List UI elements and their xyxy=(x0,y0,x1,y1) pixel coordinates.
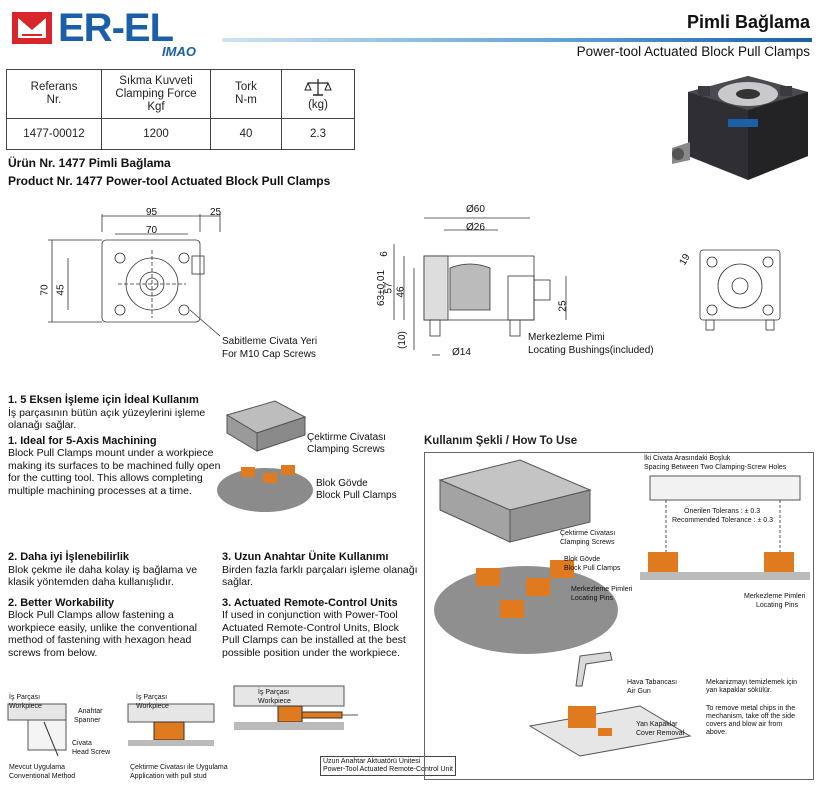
howto-spacing-figure xyxy=(640,475,810,580)
dim-46: 46 xyxy=(395,286,407,298)
dim-d60: Ø60 xyxy=(466,204,485,215)
howto-airgun-en: Air Gun xyxy=(627,688,651,695)
b1-caption-tr: Mevcut Uygulama xyxy=(9,764,66,771)
fig1-label-screws-en: Clamping Screws xyxy=(307,444,385,455)
dim-25: 25 xyxy=(210,207,222,218)
howto-screws-tr: Çektirme Civatası xyxy=(560,530,616,537)
screw-label-tr: Sabitleme Civata Yeri xyxy=(222,336,318,347)
howto-tol-tr: Önerilen Tolerans : ± 0.3 xyxy=(684,508,761,515)
b3-workpiece-tr: İş Parçası xyxy=(258,689,290,696)
dim-d26: Ø26 xyxy=(466,222,485,233)
dim-6: 6 xyxy=(378,251,390,257)
dim-45-v: 45 xyxy=(55,284,67,296)
howto-chips-en: To remove metal chips in the mechanism, … xyxy=(706,705,796,736)
b1-spanner-tr: Anahtar xyxy=(78,708,103,715)
diagram-conventional xyxy=(7,703,67,757)
howto-tol-en: Recommended Tolerance : ± 0.3 xyxy=(672,517,773,524)
b2-caption-en: Application with pull stud xyxy=(130,773,207,780)
logo-mark-icon xyxy=(12,12,52,44)
b2-workpiece-tr: İş Parçası xyxy=(136,694,168,701)
front-view-drawing xyxy=(48,214,221,323)
howto-pins-en: Locating Pins xyxy=(571,595,614,602)
title-divider xyxy=(222,38,812,42)
b1-spanner-en: Spanner xyxy=(74,717,101,724)
howto-pins-tr: Merkezleme Pimleri xyxy=(571,586,633,593)
howto-spacing-tr: İki Civata Arasındaki Boşluk xyxy=(644,455,731,462)
dim-10: (10) xyxy=(396,331,408,349)
b2-caption-tr: Çektirme Civatası ile Uygulama xyxy=(130,764,228,771)
b3-workpiece-en: Workpiece xyxy=(258,698,291,705)
howto-block-tr: Blok Gövde xyxy=(564,556,601,563)
diagram-pull-stud xyxy=(127,703,215,746)
howto-block-en: Block Pull Clamps xyxy=(564,565,621,572)
howto-airgun-tr: Hava Tabancası xyxy=(627,679,678,686)
howto-cover-en: Cover Removal xyxy=(636,730,685,737)
product-title-tr: Ürün Nr. 1477 Pimli Bağlama xyxy=(8,156,171,170)
b1-workpiece-tr: İş Parçası xyxy=(9,694,41,701)
brand-sub: IMAO xyxy=(162,44,196,59)
howto-screws-en: Clamping Screws xyxy=(560,539,615,546)
howto-cover-tr: Yan Kapaklar xyxy=(636,721,678,728)
howto-chips-tr: Mekanizmayı temizlemek için yan kapaklar… xyxy=(706,679,798,694)
pin-label-en: Locating Bushings(included) xyxy=(528,345,654,356)
fig1-label-block-tr: Blok Gövde xyxy=(316,478,368,489)
howto-pins2-en: Locating Pins xyxy=(756,602,799,609)
product-photo xyxy=(672,76,808,180)
fig1-label-block-en: Block Pull Clamps xyxy=(316,490,397,501)
b1-workpiece-en: Workpiece xyxy=(9,703,42,710)
section-1: 1. 5 Eksen İşleme için İdeal Kullanım İş… xyxy=(8,394,221,497)
howto-title: Kullanım Şekli / How To Use xyxy=(424,435,578,447)
header-weight: (kg) xyxy=(281,69,355,119)
top-view-drawing xyxy=(699,249,781,331)
b1-bolt-en: Head Screw xyxy=(72,749,111,756)
screw-label-en: For M10 Cap Screws xyxy=(222,349,316,360)
screw-leader xyxy=(189,309,221,337)
figure-5-axis xyxy=(217,400,313,512)
fig1-label-screws-tr: Çektirme Civatası xyxy=(307,432,386,443)
dim-57: 57 xyxy=(383,282,395,294)
dim-70: 70 xyxy=(146,225,158,236)
product-title-en: Product Nr. 1477 Power-tool Actuated Blo… xyxy=(8,174,331,188)
dim-95: 95 xyxy=(146,207,158,218)
howto-airgun-figure xyxy=(528,651,692,757)
b2-workpiece-en: Workpiece xyxy=(136,703,169,710)
section-3: 3. Uzun Anahtar Ünite Kullanımı Birden f… xyxy=(222,551,418,659)
dim-d14: Ø14 xyxy=(452,347,471,358)
b1-caption-en: Conventional Method xyxy=(9,773,76,780)
howto-main-figure xyxy=(434,459,618,654)
side-section-drawing xyxy=(393,217,567,356)
howto-box xyxy=(424,452,814,780)
page-title: Pimli Bağlama xyxy=(686,12,810,32)
section-2: 2. Daha iyi İşlenebilirlik Blok çekme il… xyxy=(8,551,198,659)
diagram-remote-unit xyxy=(233,685,358,730)
spec-row: 1477-00012 1200 40 2.3 xyxy=(6,118,355,150)
dim-70-v: 70 xyxy=(39,284,51,296)
brand-logo: ER-EL IMAO xyxy=(12,6,222,59)
scale-icon xyxy=(304,78,332,96)
dim-25-v: 25 xyxy=(557,300,569,312)
pin-label-tr: Merkezleme Pimi xyxy=(528,332,605,343)
howto-pins2-tr: Merkezleme Pimleri xyxy=(744,593,806,600)
page-subtitle: Power-tool Actuated Block Pull Clamps xyxy=(576,44,810,59)
howto-spacing-en: Spacing Between Two Clamping-Screw Holes xyxy=(644,464,787,471)
brand-name: ER-EL xyxy=(58,6,174,50)
b1-bolt-tr: Civata xyxy=(72,740,92,747)
